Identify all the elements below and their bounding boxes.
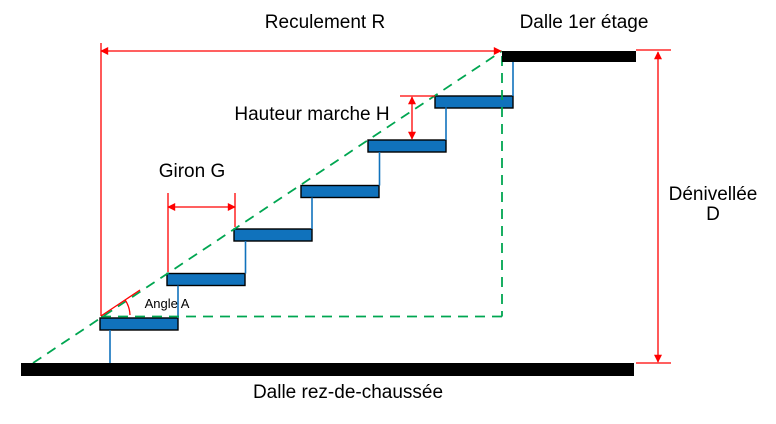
label-giron: Giron G [158, 161, 226, 182]
angle-ray [100, 289, 141, 317]
label-denivellee-d: D [706, 204, 720, 225]
step-5 [367, 139, 447, 153]
angle-arc [124, 299, 131, 316]
slope-diagonal-guide [32, 50, 503, 364]
step-4 [300, 184, 380, 199]
label-dalle-1er-etage: Dalle 1er étage [519, 12, 649, 33]
step-6 [434, 95, 514, 109]
label-hauteur-marche: Hauteur marche H [234, 104, 390, 125]
slab-ground-floor [21, 363, 634, 376]
slab-first-floor [502, 51, 636, 62]
step-1 [99, 317, 179, 331]
step-3 [233, 228, 313, 242]
label-dalle-rez-de-chaussee: Dalle rez-de-chaussée [252, 382, 444, 403]
label-angle: Angle A [144, 296, 190, 311]
step-2 [166, 272, 246, 287]
label-denivellee: Dénivellée [668, 184, 758, 205]
label-reculement: Reculement R [264, 12, 386, 33]
